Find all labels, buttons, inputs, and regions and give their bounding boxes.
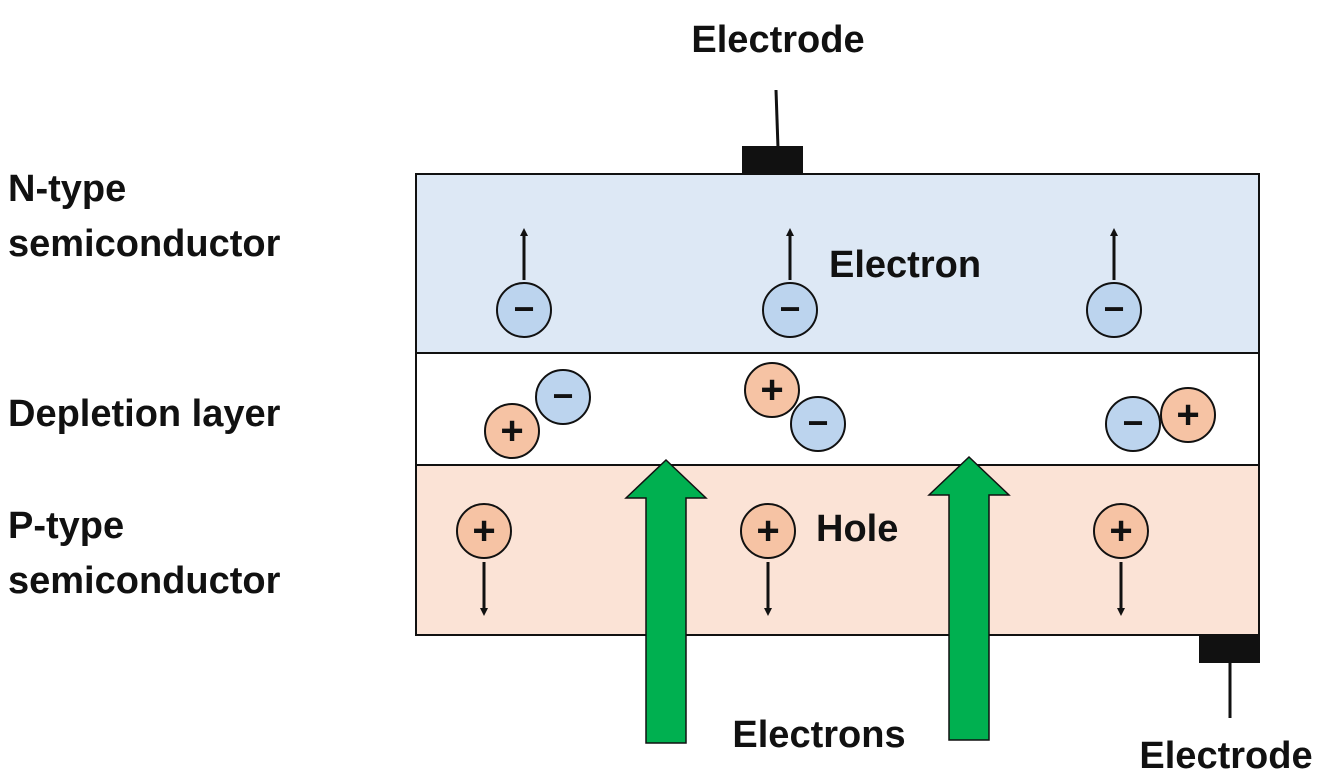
- svg-text:+: +: [1176, 393, 1199, 437]
- electrode-bottom: [1199, 635, 1260, 718]
- hole-icon: +: [456, 503, 512, 559]
- hole-icon: +: [1160, 387, 1216, 443]
- hole-icon: +: [744, 362, 800, 418]
- electrode-top-label: Electrode: [691, 19, 864, 61]
- electron-icon: −: [762, 282, 818, 338]
- p-type-label-line1: P-type: [8, 505, 124, 547]
- svg-text:−: −: [807, 402, 828, 443]
- electrode-top: [742, 89, 803, 174]
- electron-icon: −: [1086, 282, 1142, 338]
- svg-text:+: +: [1109, 509, 1132, 553]
- svg-text:−: −: [513, 288, 534, 329]
- svg-text:+: +: [472, 509, 495, 553]
- electron-label: Electron: [829, 244, 981, 286]
- hole-down-arrows: [480, 562, 1125, 616]
- hole-label: Hole: [816, 508, 898, 550]
- electrode-bottom-label: Electrode: [1139, 735, 1312, 777]
- depletion-layer-label: Depletion layer: [8, 393, 281, 435]
- svg-text:+: +: [756, 509, 779, 553]
- n-type-label-line2: semiconductor: [8, 223, 281, 265]
- electron-icon: −: [1105, 396, 1161, 452]
- svg-text:−: −: [1122, 402, 1143, 443]
- electron-icon: −: [535, 369, 591, 425]
- hole-icon: +: [484, 403, 540, 459]
- p-type-label-line2: semiconductor: [8, 560, 281, 602]
- svg-text:+: +: [760, 368, 783, 412]
- svg-text:+: +: [500, 409, 523, 453]
- electron-flow-arrow-left: [624, 458, 708, 744]
- n-type-label-line1: N-type: [8, 168, 126, 210]
- svg-text:−: −: [552, 375, 573, 416]
- electron-icon: −: [790, 396, 846, 452]
- electrons-flow-label: Electrons: [732, 714, 905, 756]
- electron-icon: −: [496, 282, 552, 338]
- svg-text:−: −: [779, 288, 800, 329]
- svg-text:−: −: [1103, 288, 1124, 329]
- hole-icon: +: [1093, 503, 1149, 559]
- hole-icon: +: [740, 503, 796, 559]
- electron-up-arrows: [520, 228, 1118, 280]
- electron-flow-arrow-right: [927, 455, 1011, 741]
